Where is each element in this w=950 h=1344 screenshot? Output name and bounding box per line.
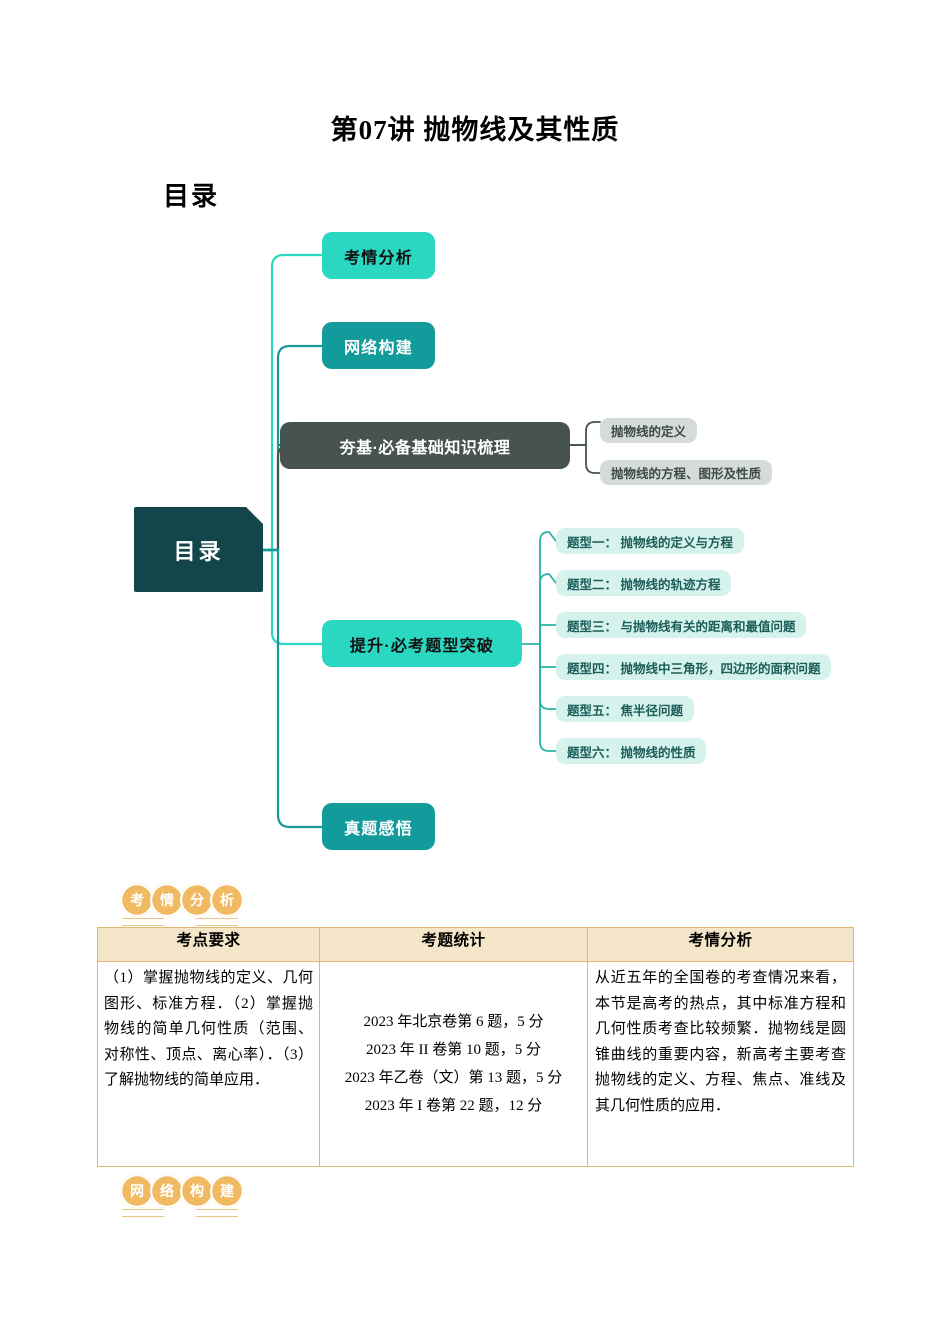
mindmap-subnode-qiangji-2[interactable]: 抛物线的方程、图形及性质 [600,460,773,485]
requirements-text: （1）掌握抛物线的定义、几何图形、标准方程．（2）掌握抛物线的简单几何性质（范围… [104,970,313,1088]
mindmap-subnode-tixing-1[interactable]: 题型一： 抛物线的定义与方程 [556,528,744,554]
statistics-line: 2023 年 I 卷第 22 题，12 分 [364,1098,543,1114]
mindmap-subnode-label: 题型三： 与抛物线有关的距离和最值问题 [567,619,796,634]
mindmap-subnode-label: 抛物线的定义 [611,425,687,439]
mindmap-subnode-tixing-4[interactable]: 题型四： 抛物线中三角形，四边形的面积问题 [556,654,832,680]
toc-heading: 目录 [163,182,220,211]
badge-circles: 考 情 分 析 [120,883,244,926]
section-badge-wangluo: 网 络 构 建 [120,1174,244,1218]
badge-circles: 网 络 构 建 [120,1174,244,1217]
table-header-statistics: 考题统计 [319,927,588,962]
mindmap-subnode-tixing-2[interactable]: 题型二： 抛物线的轨迹方程 [556,570,732,596]
page-fold-icon [246,507,263,524]
badge-underline-right [196,918,238,926]
mindmap-subnode-tixing-5[interactable]: 题型五： 焦半径问题 [556,696,694,722]
mindmap-subnode-label: 题型一： 抛物线的定义与方程 [567,535,733,550]
badge-char: 构 [180,1174,214,1208]
mindmap-node-wangluo[interactable]: 网络构建 [322,322,435,369]
mindmap-node-tisheng-label: 提升·必考题型突破 [349,637,495,655]
table-cell-requirements: （1）掌握抛物线的定义、几何图形、标准方程．（2）掌握抛物线的简单几何性质（范围… [97,961,320,1167]
table-header-requirements: 考点要求 [97,927,320,962]
mindmap-subnode-label: 题型四： 抛物线中三角形，四边形的面积问题 [567,661,821,676]
mindmap-subnode-label: 题型五： 焦半径问题 [567,703,683,718]
mindmap-subnode-label: 抛物线的方程、图形及性质 [611,467,762,481]
mindmap-subnode-tixing-3[interactable]: 题型三： 与抛物线有关的距离和最值问题 [556,612,807,638]
mindmap-subnode-tixing-6[interactable]: 题型六： 抛物线的性质 [556,738,707,764]
page-title: 第07讲 抛物线及其性质 [330,115,620,145]
badge-char: 情 [150,883,184,917]
mindmap-node-zhenti-label: 真题感悟 [344,820,413,838]
mindmap-root-label: 目录 [173,538,224,564]
mindmap-node-tisheng[interactable]: 提升·必考题型突破 [322,620,522,667]
statistics-line: 2023 年 II 卷第 10 题，5 分 [366,1042,541,1058]
table-header-row: 考点要求 考题统计 考情分析 [97,927,854,962]
mindmap-node-zhenti[interactable]: 真题感悟 [322,803,435,850]
table-row: （1）掌握抛物线的定义、几何图形、标准方程．（2）掌握抛物线的简单几何性质（范围… [97,961,854,1167]
badge-char: 析 [210,883,244,917]
mindmap-subnode-qiangji-1[interactable]: 抛物线的定义 [600,418,698,443]
badge-char: 网 [120,1174,154,1208]
badge-char: 建 [210,1174,244,1208]
mindmap-subnode-label: 题型二： 抛物线的轨迹方程 [567,577,721,592]
mindmap-node-qiangji-label: 夯基·必备基础知识梳理 [339,439,511,457]
mindmap-root-node[interactable]: 目录 [134,507,263,592]
mindmap-diagram: 目录 考情分析 网络构建 夯基·必备基础知识梳理 提升·必考题型突破 真题感悟 … [0,210,950,880]
table-header-analysis: 考情分析 [587,927,854,962]
statistics-line: 2023 年乙卷（文）第 13 题，5 分 [344,1070,563,1086]
section-badge-kaoqing: 考 情 分 析 [120,883,244,927]
badge-char: 分 [180,883,214,917]
statistics-list: 2023 年北京卷第 6 题，5 分 2023 年 II 卷第 10 题，5 分… [320,962,587,1166]
exam-info-table: 考点要求 考题统计 考情分析 （1）掌握抛物线的定义、几何图形、标准方程．（2）… [97,927,854,1167]
mindmap-node-kaoqing-label: 考情分析 [344,249,413,267]
badge-char: 络 [150,1174,184,1208]
mindmap-node-wangluo-label: 网络构建 [344,339,413,357]
mindmap-subnode-label: 题型六： 抛物线的性质 [567,745,696,760]
badge-underline-left [122,1209,164,1217]
analysis-text: 从近五年的全国卷的考查情况来看，本节是高考的热点，其中标准方程和几何性质考查比较… [595,970,846,1114]
badge-char: 考 [120,883,154,917]
badge-underline-right [196,1209,238,1217]
table-cell-statistics: 2023 年北京卷第 6 题，5 分 2023 年 II 卷第 10 题，5 分… [319,961,588,1167]
mindmap-node-qiangji[interactable]: 夯基·必备基础知识梳理 [280,422,570,469]
table-cell-analysis: 从近五年的全国卷的考查情况来看，本节是高考的热点，其中标准方程和几何性质考查比较… [587,961,854,1167]
statistics-line: 2023 年北京卷第 6 题，5 分 [363,1014,544,1030]
badge-underline-left [122,918,164,926]
mindmap-node-kaoqing[interactable]: 考情分析 [322,232,435,279]
